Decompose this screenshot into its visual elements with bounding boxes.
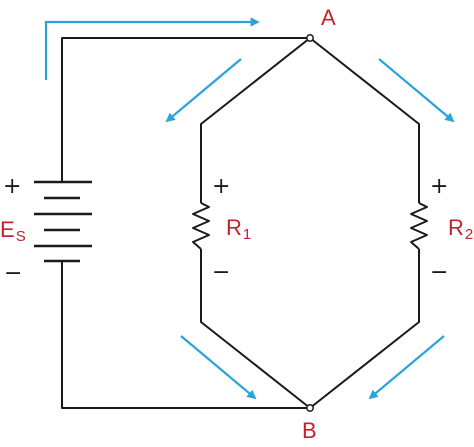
top-wire xyxy=(61,37,310,182)
node-a-label: A xyxy=(321,5,336,30)
resistor-r2-plus-sign: + xyxy=(430,174,448,199)
node-b-label: B xyxy=(302,418,317,443)
node-a-dot xyxy=(306,34,314,42)
resistor-r2-minus-sign: − xyxy=(430,260,448,285)
battery-symbol xyxy=(34,180,92,263)
current-flow-arrow xyxy=(180,335,257,400)
bottom-wire xyxy=(61,261,310,409)
source-label-main: E xyxy=(0,217,15,242)
resistor-r1-label-subscript: 1 xyxy=(243,226,251,243)
source-label-subscript: S xyxy=(16,228,26,245)
resistor-r1-label: R1 xyxy=(226,215,251,243)
current-flow-arrow xyxy=(378,58,455,123)
right-branch-wire xyxy=(309,37,420,409)
source-label: ES xyxy=(0,217,26,245)
resistor-r2-label: R2 xyxy=(448,215,473,243)
node-b-dot xyxy=(306,404,314,412)
resistor-r1-plus-sign: + xyxy=(212,174,230,199)
resistor-r2-label-subscript: 2 xyxy=(465,226,473,243)
current-flow-arrow xyxy=(368,335,445,400)
current-flow-arrow xyxy=(165,58,242,123)
resistor-r2-symbol xyxy=(410,202,428,250)
resistor-r1-label-main: R xyxy=(226,215,242,240)
current-flow-arrow xyxy=(44,17,260,80)
left-branch-wire xyxy=(200,37,311,409)
source-minus-sign: − xyxy=(4,261,22,286)
resistor-r2-label-main: R xyxy=(448,215,464,240)
source-plus-sign: + xyxy=(3,174,21,199)
resistor-r1-symbol xyxy=(192,202,210,250)
resistor-r1-minus-sign: − xyxy=(212,260,230,285)
